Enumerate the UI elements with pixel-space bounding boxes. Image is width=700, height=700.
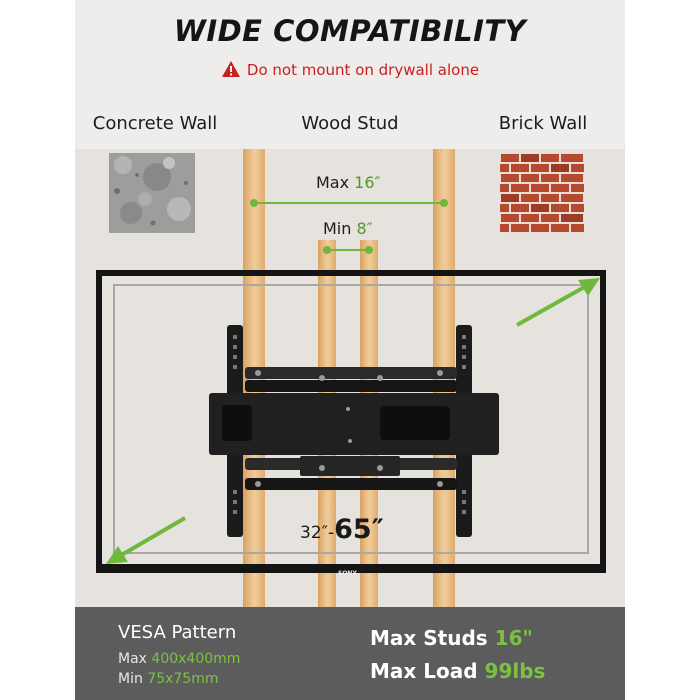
page-title: WIDE COMPATIBILITY <box>173 14 527 48</box>
tv-size-range: 32″-65″ <box>300 514 384 545</box>
vesa-max-label: Max <box>118 651 147 667</box>
tv-frame <box>96 270 606 573</box>
warning-text: Do not mount on drywall alone <box>246 61 480 79</box>
max-load-label: Max Load <box>370 659 478 683</box>
min-spacing-label: Min 8″ <box>323 219 373 238</box>
tv-size-max: 65″ <box>334 514 384 545</box>
spec-bar <box>75 607 625 700</box>
vesa-title: VESA Pattern <box>118 622 237 643</box>
wall-label-concrete: Concrete Wall <box>92 113 218 134</box>
max-load-value: 99lbs <box>484 659 546 683</box>
tv-brand: SONY <box>338 570 357 577</box>
min-spacing-value: 8″ <box>356 219 373 238</box>
vesa-max-value: 400x400mm <box>151 651 241 667</box>
max-studs-label: Max Studs <box>370 626 488 650</box>
max-studs-value: 16" <box>494 626 533 650</box>
brick-swatch <box>500 153 584 233</box>
max-spacing-label: Max 16″ <box>316 173 381 192</box>
vesa-min-label: Min <box>118 671 143 687</box>
min-spacing-word: Min <box>323 219 352 238</box>
tv-screen-inner <box>113 284 589 554</box>
vesa-max: Max 400x400mm <box>118 651 240 667</box>
tv-size-min: 32″- <box>300 523 335 543</box>
max-studs: Max Studs 16" <box>370 626 533 650</box>
max-load: Max Load 99lbs <box>370 659 545 683</box>
vesa-min-value: 75x75mm <box>147 671 219 687</box>
wall-label-brick: Brick Wall <box>498 113 588 134</box>
vesa-min: Min 75x75mm <box>118 671 219 687</box>
max-spacing-word: Max <box>316 173 350 192</box>
wall-label-wood: Wood Stud <box>301 113 399 134</box>
concrete-swatch <box>109 153 195 233</box>
warning-icon <box>221 61 240 77</box>
max-spacing-value: 16″ <box>354 173 381 192</box>
drywall-warning: Do not mount on drywall alone <box>75 60 625 79</box>
